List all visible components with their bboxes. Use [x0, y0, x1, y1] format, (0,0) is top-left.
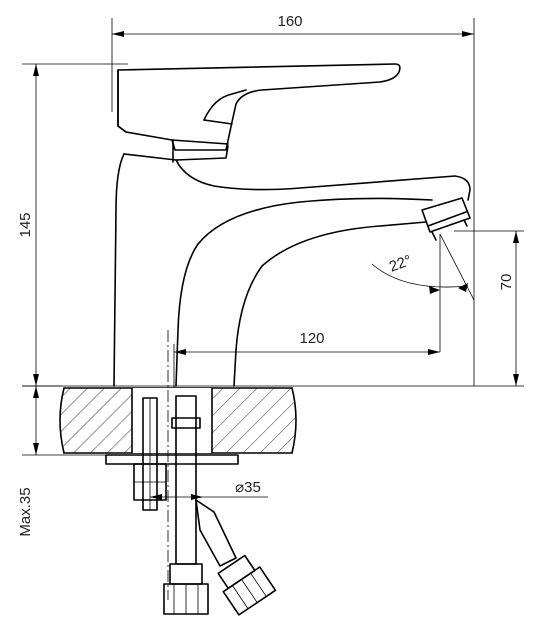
flexible-hose-left	[163, 395, 209, 615]
aerator	[421, 197, 471, 241]
faucet-body	[113, 63, 471, 387]
reach-label: 120	[299, 330, 324, 347]
spout-height-dimension: 70	[454, 230, 524, 386]
reach-dimension: 120	[173, 330, 440, 420]
height-dimension: 145	[17, 63, 128, 386]
bore-dimension: ⌀35	[150, 479, 268, 500]
max-thickness-label: Max.35	[17, 487, 34, 536]
width-label: 160	[277, 13, 302, 30]
spout-height-label: 70	[498, 274, 515, 291]
angle-dimension: 22°	[371, 233, 475, 352]
angle-label: 22°	[387, 252, 414, 276]
height-label: 145	[17, 212, 34, 237]
mounting-plate	[105, 454, 239, 465]
width-dimension: 160	[111, 13, 475, 386]
bore-label: ⌀35	[235, 479, 261, 496]
flexible-hose-right	[195, 499, 277, 616]
max-thickness-dimension: Max.35	[17, 385, 106, 537]
countertop-section	[59, 387, 297, 454]
